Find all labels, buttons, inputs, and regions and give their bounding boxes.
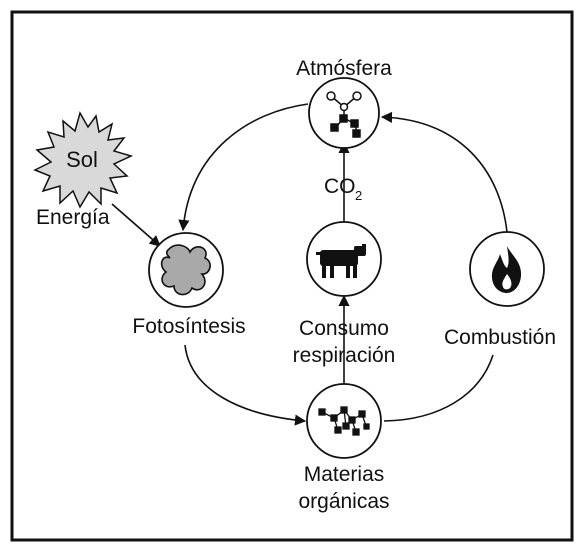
consumption-label-line1: Consumo [299,317,389,340]
co2-main: CO [324,175,356,198]
organic-circle [307,384,381,458]
consumption-label-line2: respiración [293,344,396,367]
energy-label: Energía [36,206,110,229]
organic-label-line1: Materias [304,463,385,486]
co2-subscript: 2 [355,188,362,203]
sun-label: Sol [66,147,98,172]
combustion-label: Combustión [444,326,556,349]
organic-label-line2: orgánicas [298,490,389,513]
photosynthesis-label: Fotosíntesis [132,315,245,338]
atmosphere-label: Atmósfera [296,57,392,80]
leaf-icon [162,245,210,294]
